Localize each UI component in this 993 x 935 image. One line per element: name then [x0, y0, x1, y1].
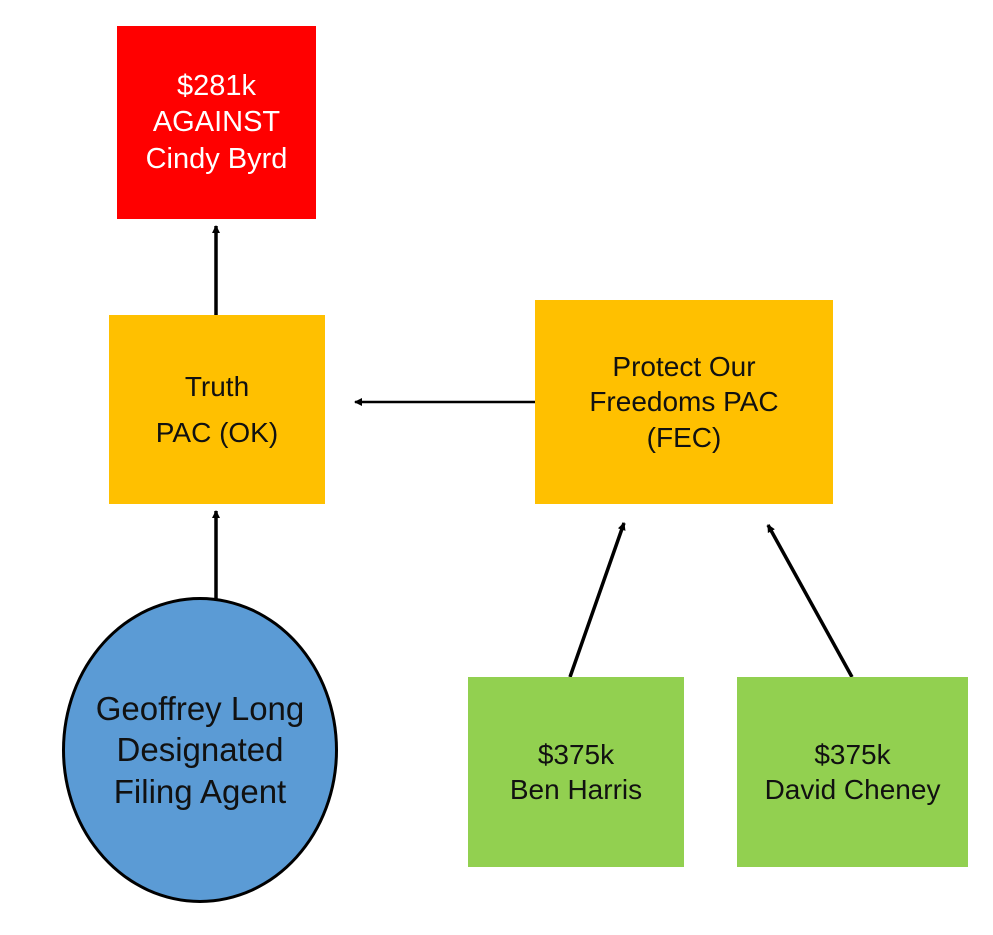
node-label-line: Filing Agent: [113, 772, 287, 810]
node-label-line: Geoffrey Long: [95, 690, 305, 728]
node-label-line: $375k: [537, 738, 615, 770]
node-filing-agent: Geoffrey Long Designated Filing Agent: [62, 597, 338, 903]
node-label-line: (FEC): [646, 421, 722, 453]
edge-harris-to-protect: [568, 522, 626, 678]
node-label-line: Ben Harris: [509, 774, 643, 805]
node-label-line: Freedoms PAC: [589, 386, 779, 418]
node-truth-pac: Truth PAC (OK): [109, 315, 325, 504]
node-label-line: Designated: [116, 731, 284, 769]
node-label-line: Cindy Byrd: [145, 142, 288, 175]
edge-cheney-to-protect: [766, 524, 854, 678]
node-label-line: AGAINST: [152, 106, 281, 139]
node-label-line: David Cheney: [764, 774, 941, 805]
node-label-line: $281k: [176, 69, 256, 102]
node-protect-our-freedoms-pac: Protect Our Freedoms PAC (FEC): [535, 300, 833, 504]
node-against-cindy-byrd: $281k AGAINST Cindy Byrd: [117, 26, 316, 219]
node-label-line: Protect Our: [612, 351, 756, 383]
node-label-line: $375k: [814, 738, 891, 770]
node-label-line: PAC (OK): [155, 416, 279, 448]
node-donor-ben-harris: $375k Ben Harris: [468, 677, 684, 867]
node-label-line: Truth: [184, 371, 250, 403]
node-donor-david-cheney: $375k David Cheney: [737, 677, 968, 867]
